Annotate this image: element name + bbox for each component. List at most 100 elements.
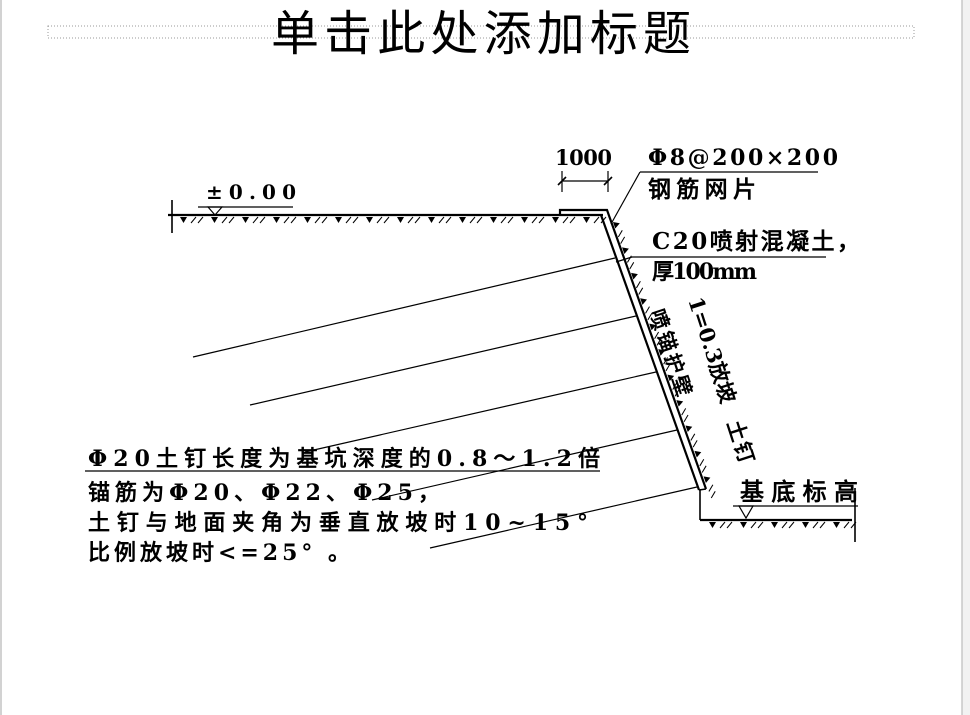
note-line: 锚筋为Φ20、Φ22、Φ25， xyxy=(88,480,440,506)
soil-hatch-slash xyxy=(843,521,850,529)
soil-hatch-slash xyxy=(701,465,707,473)
soil-hatch-triangle xyxy=(740,522,747,528)
soil-hatch-mark xyxy=(552,216,576,224)
soil-hatch-slash xyxy=(352,216,359,224)
soil-hatch-mark xyxy=(335,216,359,224)
soil-hatch-triangle xyxy=(622,247,629,254)
soil-hatch-slash xyxy=(812,521,819,529)
shotcrete-leader xyxy=(615,256,633,263)
soil-hatch-slash xyxy=(507,216,514,224)
soil-hatch-slash xyxy=(708,484,714,492)
soil-hatch-mark xyxy=(640,298,653,321)
soil-hatch-slash xyxy=(719,521,726,529)
soil-hatch-slash xyxy=(656,338,662,346)
soil-hatch-slash xyxy=(665,363,671,372)
soil-hatch-mark xyxy=(612,221,626,244)
soil-hatch-mark xyxy=(833,521,857,529)
soil-hatch-mark xyxy=(649,323,662,346)
elevation-top-triangle xyxy=(206,206,224,216)
soil-nail xyxy=(192,257,616,358)
soil-hatch-slash xyxy=(672,382,678,390)
soil-hatch-slash xyxy=(681,408,687,416)
soil-hatch-mark xyxy=(667,374,680,397)
soil-nail xyxy=(371,429,678,501)
dimension-label: 1000 xyxy=(555,145,612,170)
soil-hatch-slash xyxy=(593,216,600,224)
soil-hatch-slash xyxy=(645,306,650,314)
soil-hatch-triangle xyxy=(490,217,497,223)
soil-hatch-mark xyxy=(211,216,235,224)
soil-hatch-triangle xyxy=(667,374,675,382)
soil-hatch-slash xyxy=(617,230,623,238)
soil-hatch-slash xyxy=(228,216,235,224)
soil-hatch-triangle xyxy=(703,476,711,483)
soil-hatch-slash xyxy=(345,216,352,224)
soil-hatch-mark xyxy=(180,216,204,224)
shotcrete-inner-face xyxy=(599,214,701,491)
soil-hatch-mark xyxy=(631,272,644,295)
soil-hatch-triangle xyxy=(428,217,435,223)
soil-hatch-triangle xyxy=(304,217,311,223)
soil-hatch-slash xyxy=(383,216,390,224)
soil-hatch-slash xyxy=(683,414,689,422)
dimension-tick-right xyxy=(603,176,613,186)
soil-hatch-triangle xyxy=(366,217,373,223)
soil-hatch-triangle xyxy=(833,522,840,528)
soil-hatch-slash xyxy=(314,216,321,224)
soil-hatch-slash xyxy=(197,216,204,224)
soil-hatch-triangle xyxy=(242,217,249,223)
soil-hatch-slash xyxy=(674,389,680,397)
soil-hatch-mark xyxy=(459,216,483,224)
soil-hatch-triangle xyxy=(459,217,466,223)
soil-hatch-triangle xyxy=(676,400,684,407)
soil-hatch-mark xyxy=(490,216,514,224)
soil-hatch-triangle xyxy=(709,522,716,528)
dimension-tick-left xyxy=(557,176,567,186)
soil-hatch-mark xyxy=(273,216,297,224)
note-line: 土钉与地面夹角为垂直放坡时10~15° xyxy=(88,510,588,536)
soil-hatch-slash xyxy=(788,521,795,529)
soil-hatch-slash xyxy=(629,262,635,270)
soil-nail xyxy=(304,371,657,453)
soil-hatch-slash xyxy=(290,216,297,224)
mesh-leader xyxy=(610,171,641,225)
soil-hatch-slash xyxy=(654,331,660,339)
soil-hatch-mark xyxy=(771,521,795,529)
base-hatch xyxy=(709,521,857,529)
soil-hatch-slash xyxy=(620,236,626,244)
soil-hatch-slash xyxy=(647,312,653,321)
soil-hatch-mark xyxy=(304,216,328,224)
soil-nail xyxy=(429,486,698,549)
soil-hatch-slash xyxy=(781,521,788,529)
shotcrete-toe xyxy=(698,488,707,491)
soil-hatch-slash xyxy=(699,458,705,467)
soil-hatch-triangle xyxy=(649,323,657,331)
soil-hatch-slash xyxy=(562,216,569,224)
soil-hatch-triangle xyxy=(335,217,342,223)
soil-hatch-slash xyxy=(407,216,414,224)
soil-hatch-slash xyxy=(500,216,507,224)
soil-hatch-slash xyxy=(538,216,545,224)
ground-hatch xyxy=(180,216,607,224)
soil-hatch-mark xyxy=(366,216,390,224)
soil-hatch-mark xyxy=(703,476,716,499)
soil-hatch-triangle xyxy=(273,217,280,223)
soil-hatch-slash xyxy=(469,216,476,224)
soil-hatch-triangle xyxy=(211,217,218,223)
soil-hatch-slash xyxy=(850,521,857,529)
shotcrete-spec-label: C20喷射混凝土， xyxy=(652,228,860,255)
soil-hatch-slash xyxy=(819,521,826,529)
soil-hatch-slash xyxy=(259,216,266,224)
soil-hatch-slash xyxy=(663,357,669,365)
soil-hatch-mark xyxy=(802,521,826,529)
soil-hatch-slash xyxy=(221,216,228,224)
soil-hatch-slash xyxy=(445,216,452,224)
elevation-top-label: ±0.00 xyxy=(206,180,296,204)
soil-hatch-mark xyxy=(694,450,707,473)
soil-hatch-slash xyxy=(638,287,644,295)
soil-hatch-triangle xyxy=(771,522,778,528)
soil-hatch-mark xyxy=(397,216,421,224)
soil-hatch-triangle xyxy=(397,217,404,223)
